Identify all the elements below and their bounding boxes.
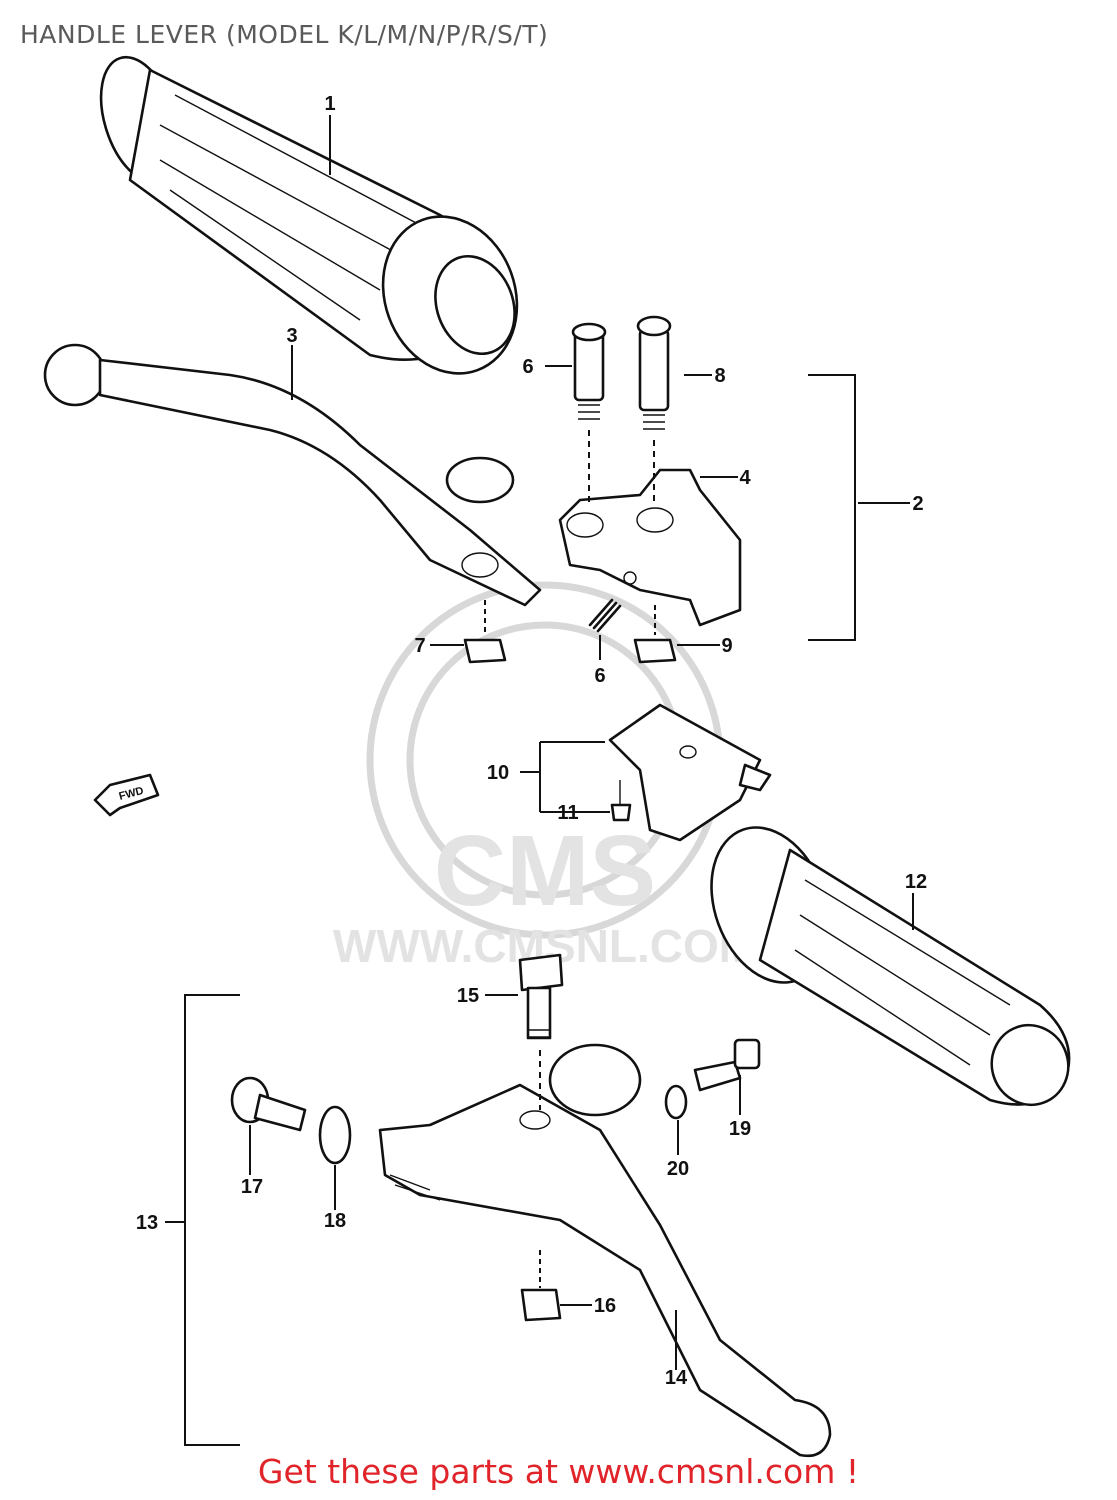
bracket-part-13 — [184, 994, 240, 1446]
part-12-right-grip — [710, 826, 1071, 1107]
callout-9: 9 — [721, 635, 732, 657]
callout-10: 10 — [487, 762, 509, 784]
part-8-pivot-bolt — [636, 315, 672, 505]
watermark-brand: CMS — [434, 815, 656, 927]
part-14-brake-lever — [378, 1043, 832, 1458]
bracket-part-2 — [808, 374, 856, 641]
part-18-adjuster-nut — [318, 1105, 352, 1165]
callout-19: 19 — [729, 1118, 751, 1140]
part-11-screw — [610, 780, 632, 822]
callout-12: 12 — [905, 871, 927, 893]
part-19-bolt — [693, 1038, 761, 1092]
part-6-spring — [588, 598, 622, 633]
callout-4: 4 — [739, 467, 751, 489]
callout-2: 2 — [912, 493, 923, 515]
part-1-left-grip — [99, 55, 519, 375]
callout-1: 1 — [324, 93, 335, 115]
callout-3: 3 — [286, 325, 297, 347]
leader-lines — [165, 115, 914, 1370]
callout-16: 16 — [594, 1295, 616, 1317]
callout-11: 11 — [557, 802, 578, 824]
callout-15: 15 — [457, 985, 479, 1007]
callout-7: 7 — [414, 635, 425, 657]
part-10-lever-switch — [608, 703, 772, 842]
callout-14: 14 — [665, 1367, 688, 1389]
part-3-clutch-lever — [43, 343, 542, 607]
part-20-washer — [664, 1084, 688, 1120]
callout-20: 20 — [667, 1158, 689, 1180]
callout-18: 18 — [324, 1210, 346, 1232]
callout-17: 17 — [241, 1176, 263, 1198]
part-16-nut — [520, 1250, 562, 1322]
cms-watermark: CMS WWW.CMSNL.COM — [333, 581, 757, 972]
part-6-pivot-bolt — [571, 322, 607, 505]
part-17-adjuster — [230, 1076, 307, 1132]
callout-6-bolt: 6 — [522, 356, 533, 378]
part-15-pivot-bolt — [518, 953, 564, 1110]
callout-13: 13 — [136, 1212, 158, 1234]
fwd-arrow-icon: FWD — [93, 773, 160, 817]
part-7-nut — [463, 600, 507, 664]
callout-labels: 1 2 3 4 6 6 7 8 9 10 11 12 13 14 15 16 1… — [136, 93, 927, 1389]
part-4-lever-holder — [558, 468, 742, 627]
page-title: HANDLE LEVER (MODEL K/L/M/N/P/R/S/T) — [20, 20, 549, 49]
part-9-nut — [633, 605, 677, 664]
callout-6-spring: 6 — [594, 665, 605, 687]
callout-8: 8 — [714, 365, 725, 387]
footer-parts-link[interactable]: Get these parts at www.cmsnl.com ! — [257, 1452, 860, 1491]
